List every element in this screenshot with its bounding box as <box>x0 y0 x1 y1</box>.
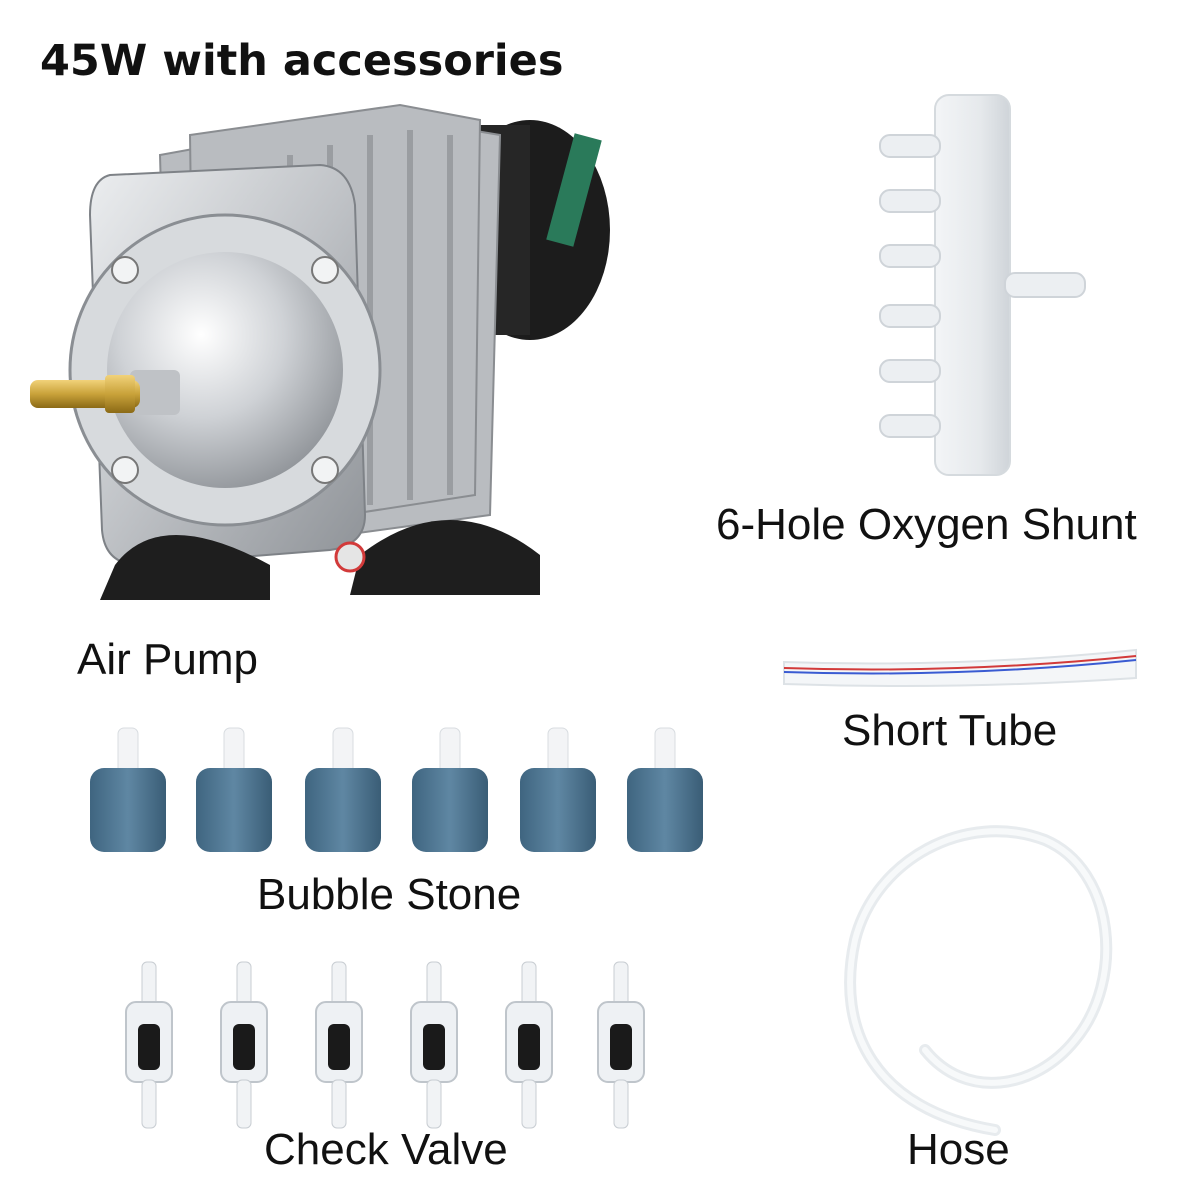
hose-image <box>844 825 1113 1136</box>
air-pump-image <box>30 103 610 600</box>
bubble-stone-item <box>90 727 166 852</box>
oxygen-shunt-image <box>879 94 1086 476</box>
check-valve-item <box>125 961 173 1129</box>
check-valve-item <box>410 961 458 1129</box>
shunt-label: 6-Hole Oxygen Shunt <box>716 500 1137 549</box>
hose-label: Hose <box>907 1125 1010 1174</box>
bubble-stones-image <box>90 727 703 852</box>
bubble-stone-item <box>412 727 488 852</box>
bubble-stone-item <box>627 727 703 852</box>
bubble-stone-item <box>305 727 381 852</box>
page-title: 45W with accessories <box>40 36 564 86</box>
check-valve-label: Check Valve <box>264 1125 508 1174</box>
check-valve-item <box>505 961 553 1129</box>
check-valve-item <box>220 961 268 1129</box>
short-tube-image <box>783 648 1137 687</box>
check-valves-image <box>125 961 645 1129</box>
check-valve-item <box>315 961 363 1129</box>
check-valve-item <box>597 961 645 1129</box>
air-pump-label: Air Pump <box>77 635 258 684</box>
bubble-stone-label: Bubble Stone <box>257 870 522 919</box>
bubble-stone-item <box>520 727 596 852</box>
short-tube-label: Short Tube <box>842 706 1058 755</box>
bubble-stone-item <box>196 727 272 852</box>
